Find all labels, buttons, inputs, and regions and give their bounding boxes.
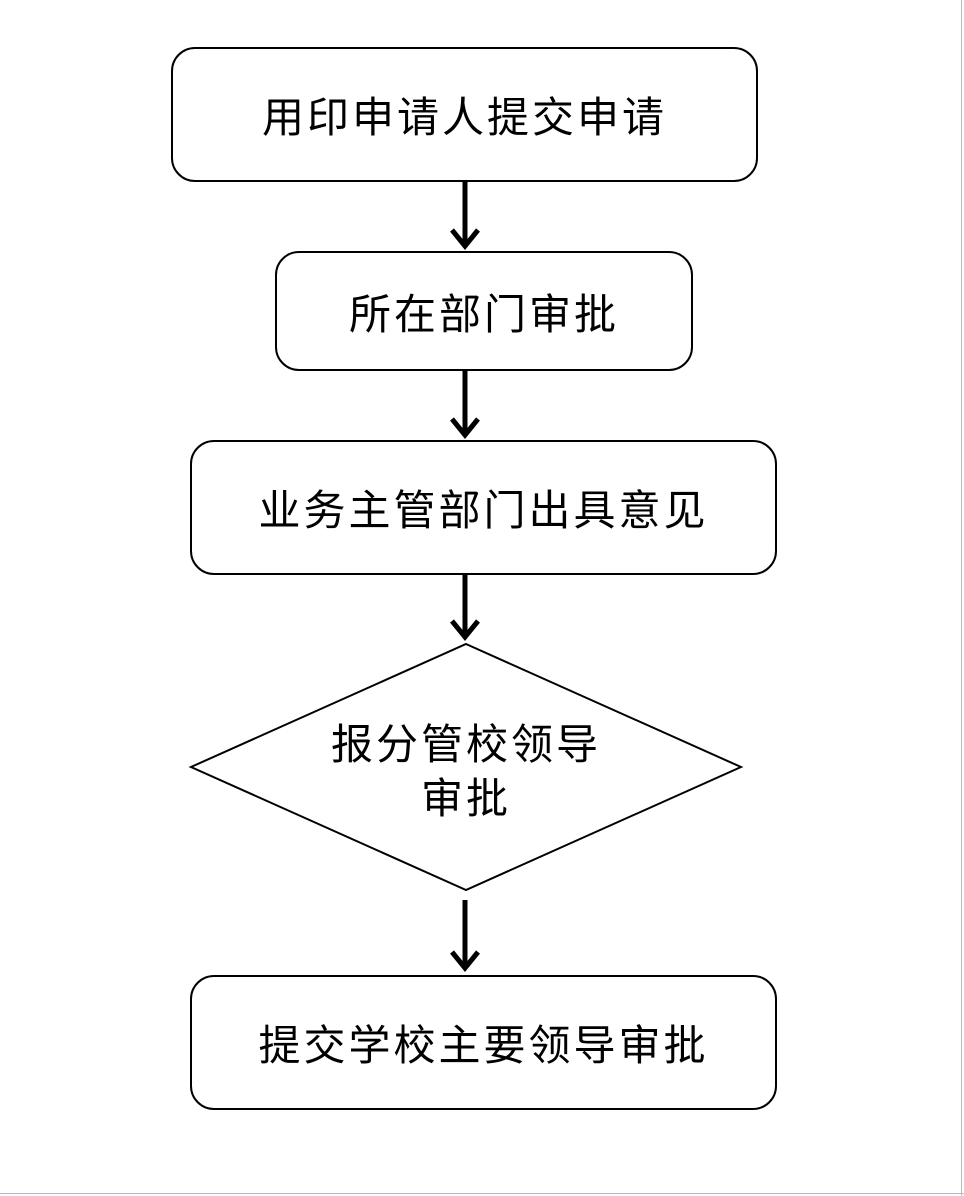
step-president-approval: 提交学校主要领导审批 <box>190 975 777 1110</box>
step-department-approval-label: 所在部门审批 <box>348 289 619 339</box>
arrow-3 <box>450 575 480 641</box>
step-submit-application-label: 用印申请人提交申请 <box>261 93 667 142</box>
step-business-department-opinion: 业务主管部门出具意见 <box>190 440 777 575</box>
arrow-4 <box>450 900 480 972</box>
decision-diamond <box>188 642 744 892</box>
arrow-2 <box>450 371 480 439</box>
step-business-department-opinion-label: 业务主管部门出具意见 <box>258 486 709 535</box>
step-vice-president-approval-label: 报分管校领导 审批 <box>330 720 601 823</box>
step-department-approval: 所在部门审批 <box>275 251 693 371</box>
arrow-1 <box>450 182 480 250</box>
page-edge-bottom <box>0 1193 964 1194</box>
step-president-approval-label: 提交学校主要领导审批 <box>258 1021 709 1070</box>
step-submit-application: 用印申请人提交申请 <box>171 47 758 182</box>
page-edge-right <box>961 0 962 1196</box>
